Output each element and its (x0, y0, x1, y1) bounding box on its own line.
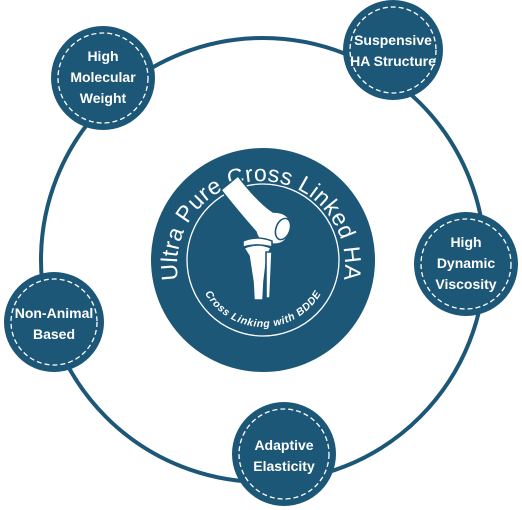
node-suspensive-ha-structure: Suspensive HA Structure (343, 0, 443, 100)
node-line: Non-Animal (15, 305, 94, 321)
node-line: Dynamic (437, 255, 496, 271)
node-circle (4, 272, 104, 372)
node-line: Molecular (70, 69, 136, 85)
node-line: Adaptive (254, 437, 313, 453)
knee-joint-icon (220, 175, 292, 301)
node-adaptive-elasticity: Adaptive Elasticity (232, 402, 336, 506)
node-non-animal-based: Non-Animal Based (4, 272, 104, 372)
node-circle (51, 26, 155, 130)
node-dashed-ring (349, 6, 437, 94)
node-line: HA Structure (350, 53, 436, 69)
node-dashed-ring (238, 408, 330, 500)
node-line: Viscosity (435, 276, 496, 292)
node-line: High (87, 48, 118, 64)
node-high-dynamic-viscosity: High Dynamic Viscosity (414, 212, 518, 316)
node-circle (232, 402, 336, 506)
node-dashed-ring (10, 278, 98, 366)
node-line: Based (33, 326, 75, 342)
center-badge: Ultra Pure Cross Linked HA Cross Linking… (151, 148, 375, 372)
node-line: Suspensive (354, 32, 432, 48)
node-line: Elasticity (253, 458, 315, 474)
node-circle (414, 212, 518, 316)
center-inner-ring (186, 183, 340, 337)
node-line: High (450, 234, 481, 250)
node-dashed-ring (57, 32, 149, 124)
node-line: Weight (80, 90, 127, 106)
node-dashed-ring (420, 218, 512, 310)
node-circle (343, 0, 443, 100)
node-high-molecular-weight: High Molecular Weight (51, 26, 155, 130)
